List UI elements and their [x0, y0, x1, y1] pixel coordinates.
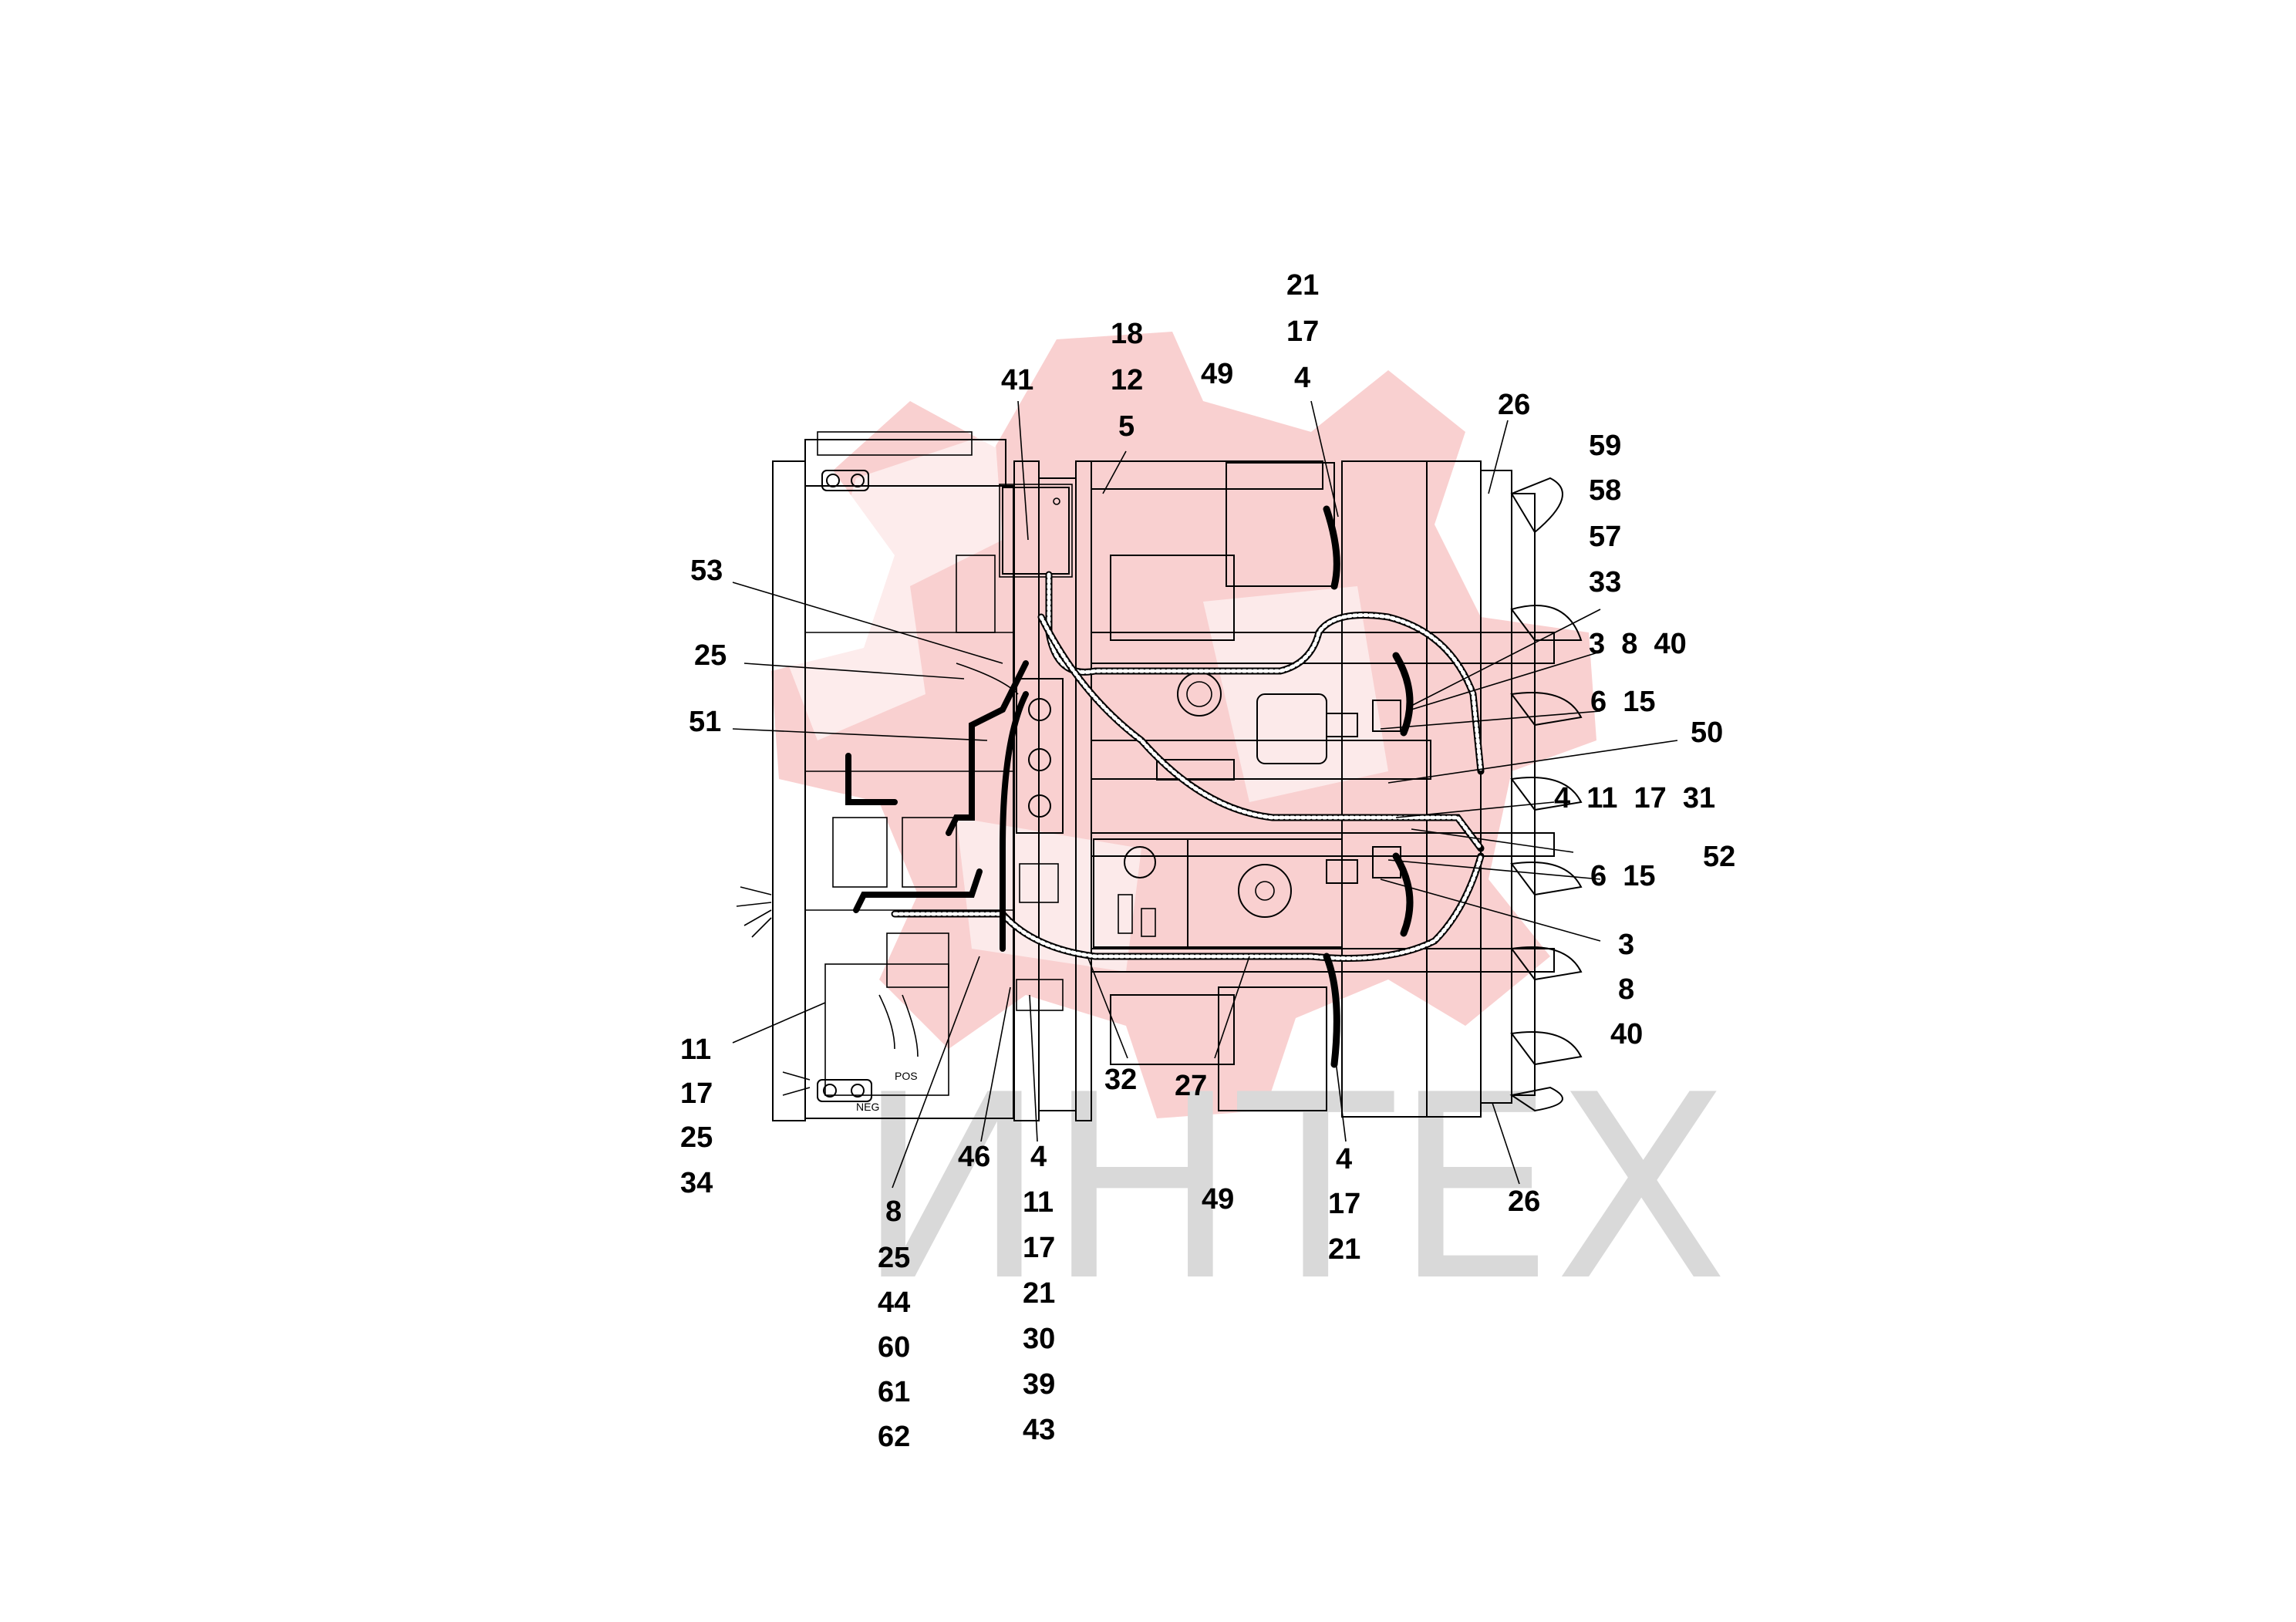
left-frame [772, 431, 1014, 1121]
watermark-text: ИНТЕХ [856, 1040, 1728, 1337]
callout-18-12-5: 18 12 5 [1111, 318, 1151, 443]
callout-27: 27 [1175, 1070, 1207, 1102]
callout-3-8-40-top: 3 8 40 [1589, 628, 1687, 660]
battery-terminal-top [821, 470, 869, 491]
callout-25-left: 25 [694, 639, 727, 672]
callout-26-top: 26 [1498, 389, 1530, 421]
harness-clamps [1326, 700, 1401, 884]
callout-41: 41 [1001, 364, 1033, 396]
callout-46: 46 [958, 1141, 990, 1173]
callout-6-15-bottom: 6 15 [1590, 860, 1656, 892]
callout-49-top: 49 [1201, 358, 1233, 390]
right-rail [1341, 460, 1536, 1118]
battery-terminal-bottom: NEG POS [817, 1070, 918, 1113]
neg-mark: NEG [856, 1101, 879, 1113]
control-box [999, 484, 1073, 578]
main-harness [891, 505, 1485, 1068]
callout-11-17-25-34: 11 17 25 34 [680, 1034, 721, 1199]
callout-53: 53 [690, 555, 723, 587]
callout-49-bottom: 49 [1202, 1183, 1234, 1216]
callout-8-25-44-60-61-62: 8 25 44 60 61 62 [878, 1195, 919, 1453]
callout-21-17-4: 21 17 4 [1286, 269, 1327, 394]
callout-26-bottom: 26 [1508, 1185, 1540, 1218]
right-hooks [1509, 477, 1583, 1112]
callout-3-8-40-bottom: 3 8 40 [1610, 929, 1643, 1050]
callout-6-15-top: 6 15 [1590, 686, 1656, 718]
black-cables [845, 660, 1029, 952]
valve-block [1016, 678, 1064, 1011]
center-frame [1091, 460, 1555, 1111]
callout-50: 50 [1691, 717, 1723, 749]
callout-4-11-17-31: 4 11 17 31 [1554, 782, 1715, 814]
left-column [1013, 460, 1092, 1121]
callout-52: 52 [1703, 841, 1735, 873]
callout-51: 51 [689, 706, 721, 738]
leader-lines [732, 400, 1678, 1189]
loose-wires [736, 663, 1019, 1096]
callout-4-11-17-21-30-39-43: 4 11 17 21 30 39 43 [1023, 1141, 1064, 1446]
callout-59-58-57-33: 59 58 57 33 [1589, 430, 1630, 599]
callout-32: 32 [1104, 1064, 1137, 1096]
pos-mark: POS [895, 1070, 918, 1082]
callout-4-17-21: 4 17 21 [1328, 1143, 1369, 1266]
